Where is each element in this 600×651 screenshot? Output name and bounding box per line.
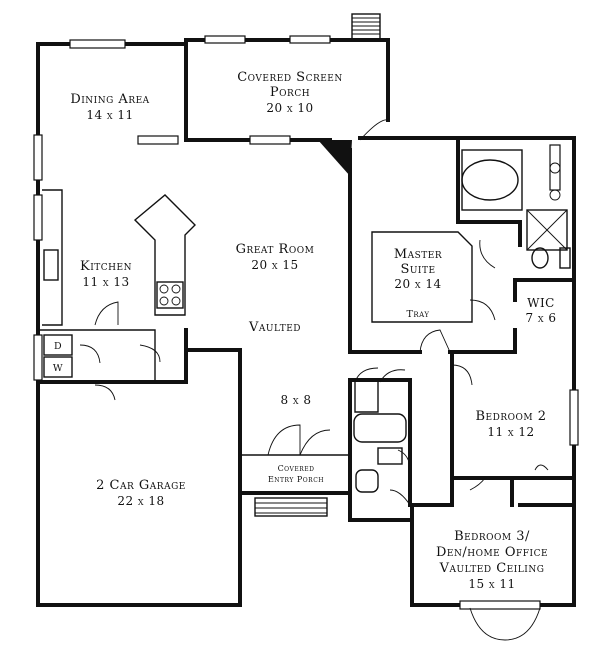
great-room-size: 20 x 15: [251, 258, 298, 272]
dining-name: Dining Area: [70, 92, 149, 107]
dining-size: 14 x 11: [86, 108, 133, 122]
dryer-label: D: [54, 341, 62, 352]
porch-name-2: Porch: [270, 85, 310, 100]
porch-size: 20 x 10: [266, 101, 313, 115]
bedroom3-size: 15 x 11: [468, 577, 515, 591]
great-room-note: Vaulted: [248, 320, 301, 335]
chimney: [318, 140, 352, 176]
entry-name-2: Entry Porch: [268, 475, 324, 484]
labels: Dining Area 14 x 11 Covered Screen Porch…: [70, 70, 556, 591]
wic-name: WIC: [527, 296, 555, 310]
master-name-1: Master: [394, 247, 442, 262]
washer-label: W: [53, 363, 63, 374]
bedroom3-name-3: Vaulted Ceiling: [439, 561, 545, 576]
garage-name: 2 Car Garage: [96, 478, 186, 493]
wic-size: 7 x 6: [525, 311, 556, 325]
porch-name-1: Covered Screen: [237, 70, 343, 85]
tray-ceiling: [371, 231, 473, 323]
laundry: D W: [38, 329, 156, 382]
doors: [79, 119, 549, 641]
great-room-name: Great Room: [236, 242, 315, 257]
master-note: Tray: [407, 309, 430, 320]
foyer-size: 8 x 8: [280, 393, 311, 407]
master-size: 20 x 14: [394, 277, 441, 291]
entry-steps: [254, 497, 328, 517]
bedroom3-name-1: Bedroom 3/: [454, 529, 530, 544]
garage-size: 22 x 18: [117, 494, 164, 508]
master-bath: [461, 149, 571, 269]
master-name-2: Suite: [400, 262, 435, 277]
bedroom2-name: Bedroom 2: [476, 409, 547, 424]
bedroom2-size: 11 x 12: [487, 425, 534, 439]
kitchen-name: Kitchen: [80, 259, 132, 274]
porch-steps: [351, 13, 381, 41]
entry-name-1: Covered: [278, 464, 315, 473]
walls: [36, 38, 576, 607]
bedroom3-name-2: Den/home Office: [436, 545, 548, 560]
hall-bath: [353, 380, 407, 493]
kitchen-counters: [42, 189, 196, 326]
windows: [33, 35, 579, 610]
kitchen-size: 11 x 13: [82, 275, 129, 289]
